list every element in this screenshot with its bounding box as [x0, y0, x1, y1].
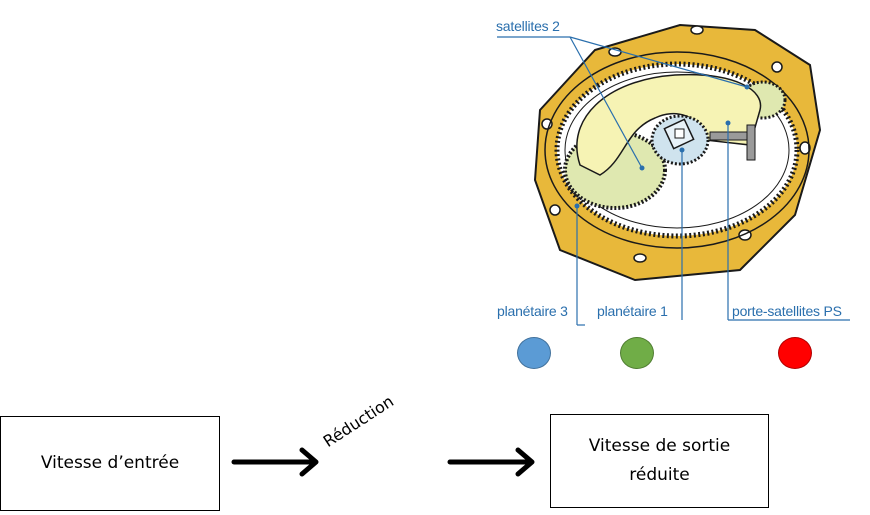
output-speed-line2: réduite — [629, 465, 690, 485]
green-dot-planetaire-1 — [620, 337, 654, 369]
output-speed-box: Vitesse de sortie réduite — [550, 414, 769, 508]
input-speed-label: Vitesse d’entrée — [40, 453, 180, 473]
label-planetaire-3: planétaire 3 — [497, 303, 568, 319]
planet-carrier — [576, 73, 762, 176]
input-speed-box: Vitesse d’entrée — [0, 416, 220, 511]
label-porte-satellites: porte-satellites PS — [732, 303, 842, 319]
arrow-right-icon — [447, 447, 535, 477]
gear-illustration — [497, 23, 850, 326]
blue-dot-planetaire-3 — [517, 337, 551, 369]
bolt-holes — [541, 25, 811, 263]
callout-dots — [574, 84, 750, 209]
reduction-label: Réduction — [319, 391, 398, 451]
label-satellites: satellites 2 — [496, 18, 560, 34]
planetary-gear-diagram — [485, 0, 870, 330]
label-planetaire-1: planétaire 1 — [597, 303, 668, 319]
output-speed-line1: Vitesse de sortie — [588, 436, 731, 456]
callout-lines — [497, 36, 850, 326]
arrow-right-icon — [231, 447, 319, 477]
red-dot-porte-satellites — [778, 337, 812, 369]
ring-gear — [544, 51, 810, 249]
